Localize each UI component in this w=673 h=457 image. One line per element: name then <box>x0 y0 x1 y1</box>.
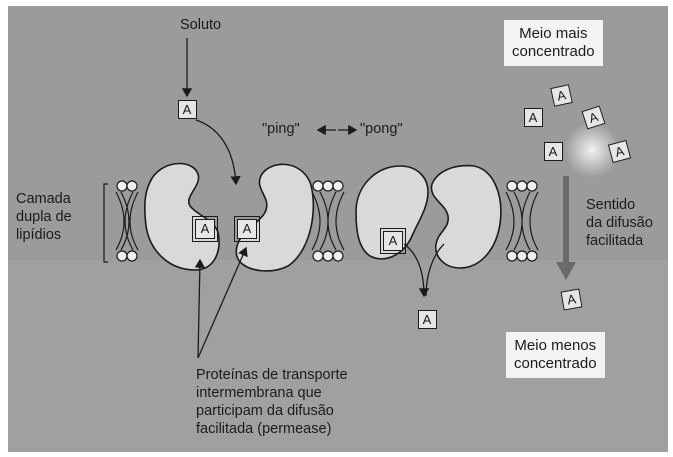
solute-molecule-in-protein-2: A <box>383 231 403 251</box>
ping-label: "ping" <box>262 120 300 138</box>
solute-molecule-high-5: A <box>607 139 630 162</box>
solute-molecule-in-protein-1a: A <box>195 219 215 239</box>
solute-molecule-low-1: A <box>560 288 582 310</box>
solute-molecule-entering: A <box>178 100 197 119</box>
solute-molecule-in-protein-1b: A <box>237 219 257 239</box>
solute-molecule-released: A <box>418 310 437 329</box>
pong-label: "pong" <box>360 120 403 138</box>
solute-molecule-high-4: A <box>544 142 563 161</box>
solute-molecule-high-1: A <box>550 84 573 107</box>
solute-molecule-high-2: A <box>524 108 543 127</box>
solute-label: Soluto <box>180 16 221 34</box>
